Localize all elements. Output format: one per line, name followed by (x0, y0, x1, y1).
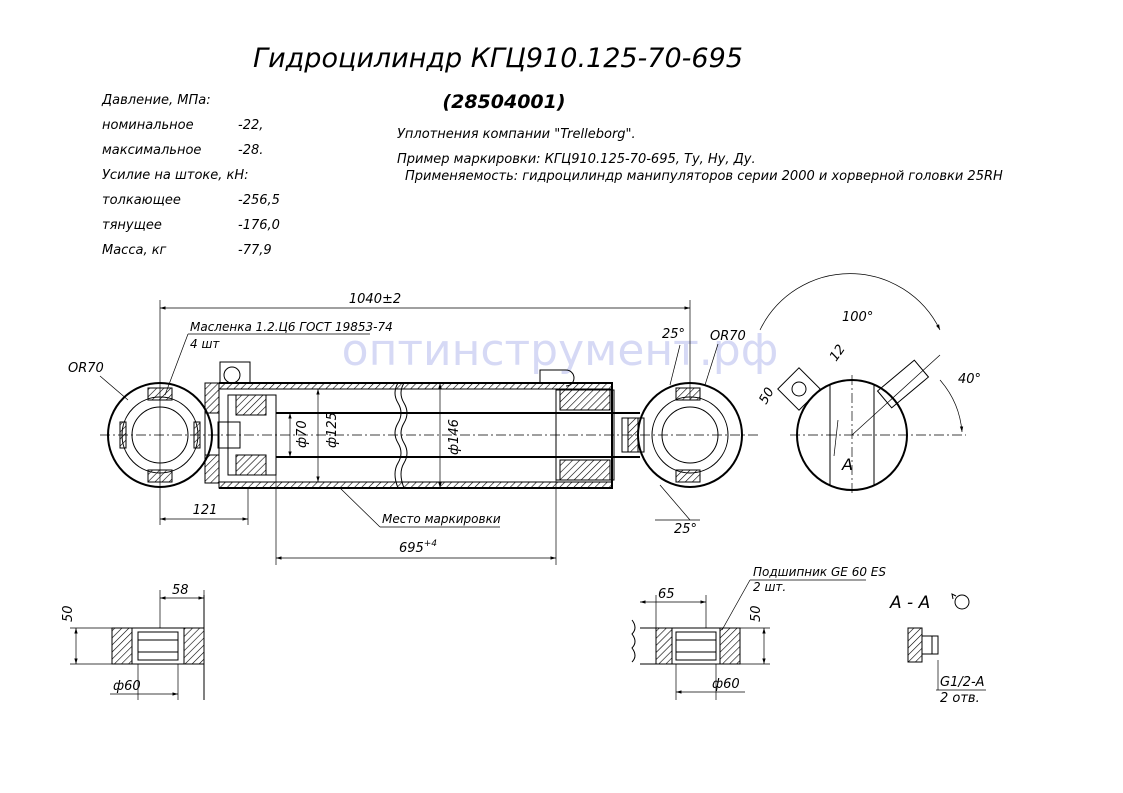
right-eye-radius: OR70 (710, 329, 746, 344)
right-width-dim: 65 (658, 587, 675, 602)
seals-note: Уплотнения компании "Trelleborg". (397, 127, 636, 142)
left-bore-dim: ф60 (113, 679, 141, 694)
view-dim-12: 12 (827, 342, 849, 364)
grease-fitting-qty: 4 шт (190, 337, 220, 351)
main-dimensions: 1040±2 121 695+4 ф70 ф125 ф146 OR70 OR70… (68, 292, 746, 565)
nominal-pressure-label: номинальное (102, 118, 194, 133)
push-force-value: -256,5 (238, 193, 280, 208)
pressure-header: Давление, МПа: (101, 93, 211, 108)
bottom-angle: 25° (674, 522, 697, 537)
left-eye-radius: OR70 (68, 361, 104, 376)
pull-force-value: -176,0 (238, 218, 280, 233)
max-pressure-value: -28. (238, 143, 263, 158)
force-header: Усилие на штоке, кН: (102, 168, 249, 183)
drawing-title: Гидроцилиндр КГЦ910.125-70-695 (253, 43, 743, 74)
part-number: (28504001) (442, 91, 565, 113)
section-a-a: А - А G1/2-A 2 отв. (889, 593, 986, 706)
top-angle: 25° (662, 327, 685, 342)
right-bore-dim: ф60 (712, 677, 740, 692)
mass-label: Масса, кг (102, 243, 167, 258)
bore-diameter-dim: ф125 (325, 412, 340, 448)
marking-note: Пример маркировки: КГЦ910.125-70-695, Ту… (397, 152, 756, 167)
callouts: Масленка 1.2.Ц6 ГОСТ 19853-74 4 шт Место… (164, 320, 886, 631)
application-note: Применяемость: гидроцилиндр манипуляторо… (405, 169, 1003, 184)
port-qty: 2 отв. (940, 691, 980, 706)
angle-100: 100° (842, 310, 873, 325)
specs-list: Давление, МПа: номинальное -22, максимал… (101, 93, 280, 258)
port-thread: G1/2-A (940, 675, 985, 690)
cylinder-assembly (100, 361, 760, 489)
bearing-callout: Подшипник GE 60 ES (753, 565, 886, 579)
view-dim-50: 50 (756, 385, 777, 407)
nominal-pressure-value: -22, (238, 118, 263, 133)
bearing-qty: 2 шт. (753, 580, 786, 594)
rod-diameter-dim: ф70 (295, 420, 310, 448)
left-offset-dim: 121 (193, 503, 218, 518)
max-pressure-label: максимальное (102, 143, 201, 158)
side-view: 100° 40° 50 12 A (756, 273, 981, 495)
section-title: А - А (889, 593, 930, 613)
angle-40: 40° (958, 372, 981, 387)
stroke-dim: 695+4 (399, 539, 437, 556)
grease-fitting-callout: Масленка 1.2.Ц6 ГОСТ 19853-74 (190, 320, 393, 334)
section-mark: A (841, 455, 853, 474)
barrel-diameter-dim: ф146 (447, 419, 462, 455)
left-width-dim: 58 (172, 583, 189, 598)
push-force-label: толкающее (102, 193, 181, 208)
mass-value: -77,9 (238, 243, 272, 258)
left-end-detail: 58 50 ф60 (61, 583, 205, 700)
pull-force-label: тянущее (102, 218, 162, 233)
watermark: оптинструмент.рф (342, 325, 779, 376)
left-height-dim: 50 (61, 605, 76, 622)
right-height-dim: 50 (749, 605, 764, 622)
marking-place-callout: Место маркировки (382, 512, 501, 526)
notes: Уплотнения компании "Trelleborg". Пример… (397, 127, 1003, 184)
right-end-detail: 65 50 ф60 (631, 587, 770, 700)
overall-length-dim: 1040±2 (349, 292, 401, 307)
